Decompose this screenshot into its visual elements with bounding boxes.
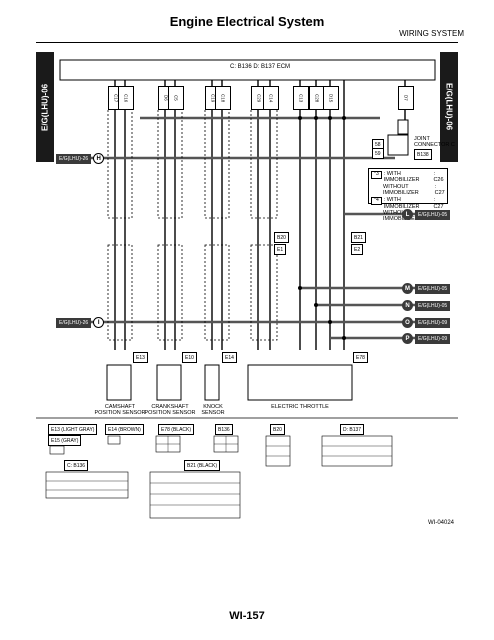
page-title: Engine Electrical System [169,14,325,29]
conn-view-e15: E15 (GRAY) [48,435,82,446]
pin-c13: C13 [293,86,309,110]
pin-c14: C14 [263,86,279,110]
legend-box: *3 : WITH IMMOBILIZER : C26 WITHOUT IMMO… [368,168,448,222]
ref-right-l[interactable]: L E/G(LHU)-05 [402,209,451,220]
joint-connector-code: B138 [414,149,432,160]
pin-d7: D7 [398,86,414,110]
ref-left-h-label: E/G(LHU)-26 [56,153,92,164]
ref-left-i[interactable]: E/G(LHU)-26 I [56,317,105,328]
ref-right-n-letter: N [402,300,413,311]
component-code-e10: E10 [182,352,197,363]
ref-right-m[interactable]: M E/G(LHU)-05 [402,283,451,294]
conn-view-b20: B20 [270,424,285,435]
legend-code-1: : C26 [433,171,444,184]
ref-left-h-letter: H [93,153,105,164]
component-code-e13: E13 [133,352,148,363]
pin-d15: D15 [323,86,339,110]
legend-text-1: : WITH IMMOBILIZER [383,171,420,184]
splice-e1: E1 [274,244,287,255]
conn-view-e13: E13 (LIGHT GRAY) [48,424,98,435]
pin-c18: C18 [215,86,231,110]
component-crankshaft-sensor: CRANKSHAFT POSITION SENSOR [144,404,196,417]
ref-right-o[interactable]: O E/G(LHU)-09 [402,317,451,328]
conn-view-e14: E14 (BROWN) [105,424,144,435]
conn-view-e78: E78 (BLACK) [158,424,195,435]
joint-pin-59: 59 [372,148,384,159]
conn-view-b21: B21 (BLACK) [184,460,221,471]
ecm-box [59,59,436,81]
legend-row-3: *4 : WITH IMMOBILIZER : C27 [369,196,447,210]
ref-right-p-letter: P [402,333,413,344]
component-knock-sensor: KNOCK SENSOR [201,404,225,417]
component-code-e14: E14 [222,352,237,363]
legend-code-2: : C27 [434,183,445,196]
pin-c16: C16 [118,86,134,110]
component-code-e78: E78 [353,352,368,363]
pin-c5: C5 [168,86,184,110]
ref-right-o-letter: O [402,317,413,328]
ref-left-i-letter: I [93,317,105,328]
splice-e2: E2 [351,244,364,255]
ref-right-o-label: E/G(LHU)-09 [415,317,451,328]
legend-text-4: WITHOUT IMMOBILIZER [383,209,419,223]
component-camshaft-sensor: CAMSHAFT POSITION SENSOR [94,404,146,417]
ecm-label: C: B136 D: B137 ECM [230,64,291,70]
legend-mark-3: *4 [371,197,382,206]
ref-right-m-label: E/G(LHU)-05 [415,283,451,294]
ref-left-i-label: E/G(LHU)-26 [56,317,92,328]
doc-reference: WI-04024 [428,520,455,526]
ref-right-l-letter: L [402,209,413,220]
legend-text-2: WITHOUT IMMOBILIZER [383,183,419,196]
legend-code-3: : C27 [433,197,444,210]
joint-connector-label: JOINT CONNECTOR C [414,136,455,149]
conn-view-b136: B136 [215,424,233,435]
legend-row-2: WITHOUT IMMOBILIZER : C27 [369,184,447,197]
ref-right-l-label: E/G(LHU)-05 [415,209,451,220]
page-number: WI-157 [229,610,265,622]
ref-right-p[interactable]: P E/G(LHU)-09 [402,333,451,344]
ref-right-p-label: E/G(LHU)-09 [415,333,451,344]
legend-text-3: : WITH IMMOBILIZER [383,197,420,210]
ref-left-h[interactable]: E/G(LHU)-26 H [56,153,105,164]
legend-row-1: *3 : WITH IMMOBILIZER : C26 [369,169,447,184]
side-tab-right[interactable]: E/G(LHU)-06 [440,52,458,162]
ref-right-n[interactable]: N E/G(LHU)-05 [402,300,451,311]
ref-right-m-letter: M [402,283,413,294]
splice-b20: B20 [274,232,289,243]
conn-view-d137: D: B137 [340,424,365,435]
legend-mark-1: *3 [371,171,382,179]
header-divider [36,42,458,43]
ref-right-n-label: E/G(LHU)-05 [415,300,451,311]
page-subtitle: WIRING SYSTEM [399,29,464,38]
splice-b21: B21 [351,232,366,243]
component-electric-throttle: ELECTRIC THROTTLE [271,404,329,410]
conn-view-c136: C: B136 [64,460,89,471]
